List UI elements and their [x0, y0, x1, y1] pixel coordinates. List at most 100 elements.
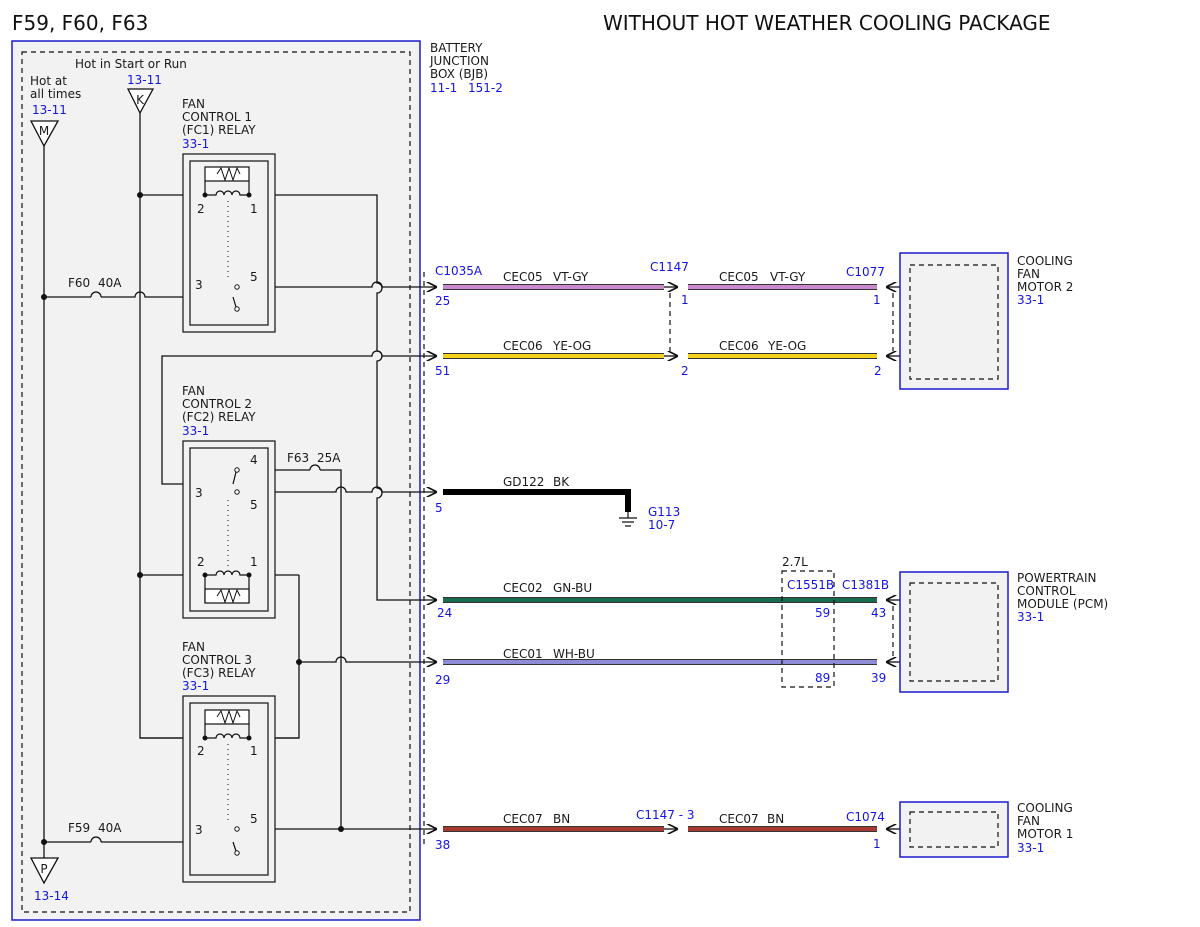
diagram-title: F59, F60, F63: [12, 11, 148, 35]
bjb-line-2: JUNCTION: [429, 54, 489, 68]
terminal-k-letter: K: [136, 93, 145, 107]
relay-fc2: FAN CONTROL 2 (FC2) RELAY 33-1 4 3 5 2 1: [182, 384, 276, 619]
hot-in-start-ref: 13-11: [127, 73, 162, 87]
fuse-f59-name: F59: [68, 821, 90, 835]
c1074-label: C1074: [846, 810, 885, 824]
motor1-line-2: FAN: [1017, 814, 1040, 828]
motor2-ref: 33-1: [1017, 293, 1044, 307]
pin-bjb-cec05: 25: [435, 294, 450, 308]
hot-at-all-times-line-2: all times: [30, 87, 81, 101]
cec01-color: WH-BU: [553, 647, 595, 661]
pin-c1147-cec05: 1: [681, 293, 689, 307]
relay-fc1-line-1: FAN: [182, 97, 205, 111]
bjb-label: BATTERY JUNCTION BOX (BJB) 11-1 151-2: [429, 41, 503, 95]
relay-fc2-line-2: CONTROL 2: [182, 397, 252, 411]
power-terminal-m: M: [29, 120, 60, 148]
motor1-ref: 33-1: [1017, 841, 1044, 855]
relay-fc2-pin-5: 5: [250, 498, 258, 512]
relay-fc2-line-1: FAN: [182, 384, 205, 398]
component-arrows: [887, 287, 900, 829]
gd122-circuit: GD122: [503, 475, 544, 489]
pin-c1551b-cec02: 59: [815, 606, 830, 620]
relay-fc1: FAN CONTROL 1 (FC1) RELAY 33-1 2 1 3 5: [182, 97, 276, 333]
bjb-line-3: BOX (BJB): [430, 67, 488, 81]
cec07-color-b: BN: [767, 812, 784, 826]
relay-fc3-pin-2: 2: [197, 744, 205, 758]
relay-fc3-line-1: FAN: [182, 640, 205, 654]
pin-pcm-cec02: 43: [871, 606, 886, 620]
relay-fc1-pin-1: 1: [250, 202, 258, 216]
pin-c1147-cec06: 2: [681, 364, 689, 378]
relay-fc2-pin-2: 2: [197, 555, 205, 569]
junction-dots: [41, 192, 344, 845]
pin-numbers: 25 51 5 24 29 38 1 2 1 2 59 89 43 39 1: [435, 293, 886, 852]
pin-bjb-gd122: 5: [435, 501, 443, 515]
cec07-color-a: BN: [553, 812, 570, 826]
connector-c1551b-box: [781, 570, 835, 688]
relay-fc3-line-3: (FC3) RELAY: [182, 666, 256, 680]
fuse-f60: F60 40A: [68, 276, 122, 298]
motor2-line-2: FAN: [1017, 267, 1040, 281]
relay-fc2-line-3: (FC2) RELAY: [182, 410, 256, 424]
cec02-circuit: CEC02: [503, 581, 543, 595]
wire-labels: CEC05 VT-GY CEC05 VT-GY CEC06 YE-OG CEC0…: [503, 270, 806, 826]
cec05-circuit-b: CEC05: [719, 270, 759, 284]
ground-ref: 10-7: [648, 518, 675, 532]
cec06-circuit-a: CEC06: [503, 339, 543, 353]
motor2-line-1: COOLING: [1017, 254, 1073, 268]
bjb-line-1: BATTERY: [430, 41, 483, 55]
relay-fc2-pin-1: 1: [250, 555, 258, 569]
terminal-m-letter: M: [39, 124, 49, 138]
pcm-line-3: MODULE (PCM): [1017, 597, 1108, 611]
relay-fc2-pin-3: 3: [195, 486, 203, 500]
terminal-p-letter: P: [40, 862, 47, 876]
pin-motor2-cec06: 2: [874, 364, 882, 378]
connector-labels: C1035A C1147 C1077 2.7L C1551B C1381B C1…: [435, 260, 889, 824]
motor1-line-1: COOLING: [1017, 801, 1073, 815]
cec01-circuit: CEC01: [503, 647, 543, 661]
pin-bjb-cec07: 38: [435, 838, 450, 852]
relay-fc3-pin-5: 5: [250, 812, 258, 826]
component-motor2: COOLING FAN MOTOR 2 33-1: [899, 252, 1073, 390]
pin-bjb-cec01: 29: [435, 673, 450, 687]
relay-fc1-pin-5: 5: [250, 270, 258, 284]
cec05-color-a: VT-GY: [553, 270, 589, 284]
terminal-p-ref: 13-14: [34, 889, 69, 903]
cec02-color: GN-BU: [553, 581, 592, 595]
pin-motor2-cec05: 1: [873, 293, 881, 307]
pin-bjb-cec02: 24: [437, 606, 452, 620]
component-pcm: POWERTRAIN CONTROL MODULE (PCM) 33-1: [899, 571, 1108, 693]
power-terminal-k: K: [126, 88, 155, 115]
cec05-color-b: VT-GY: [770, 270, 806, 284]
c1147-label: C1147: [650, 260, 689, 274]
cec07-circuit-a: CEC07: [503, 812, 543, 826]
ground-g113: G113 10-7: [443, 489, 680, 532]
relay-fc1-line-3: (FC1) RELAY: [182, 123, 256, 137]
hot-at-all-times-ref: 13-11: [32, 103, 67, 117]
diagram-subtitle: WITHOUT HOT WEATHER COOLING PACKAGE: [603, 11, 1051, 35]
relay-fc2-ref: 33-1: [182, 424, 209, 438]
motor2-line-3: MOTOR 2: [1017, 280, 1073, 294]
relay-fc3: FAN CONTROL 3 (FC3) RELAY 33-1 2 1 3 5: [182, 640, 276, 883]
fuse-f59-rating: 40A: [98, 821, 122, 835]
c1551b-label: C1551B: [787, 578, 834, 592]
cec05-circuit-a: CEC05: [503, 270, 543, 284]
component-motor1: COOLING FAN MOTOR 1 33-1: [899, 801, 1073, 858]
connector-c1147: [664, 287, 677, 829]
motor1-line-3: MOTOR 1: [1017, 827, 1073, 841]
fuse-f63-rating: 25A: [317, 451, 341, 465]
fuse-f59: F59 40A: [68, 821, 122, 843]
fuse-f63-name: F63: [287, 451, 309, 465]
pin-motor1-cec07: 1: [873, 837, 881, 851]
c1035a-label: C1035A: [435, 264, 483, 278]
relay-fc1-ref: 33-1: [182, 137, 209, 151]
relay-fc1-pin-3: 3: [195, 278, 203, 292]
relay-fc3-pin-1: 1: [250, 744, 258, 758]
pin-bjb-cec06: 51: [435, 364, 450, 378]
bjb-ref-2: 151-2: [468, 81, 503, 95]
hot-in-start-label: Hot in Start or Run: [75, 57, 187, 71]
harness-wires: [443, 284, 877, 832]
c1381b-label: C1381B: [842, 578, 889, 592]
fuse-f60-rating: 40A: [98, 276, 122, 290]
